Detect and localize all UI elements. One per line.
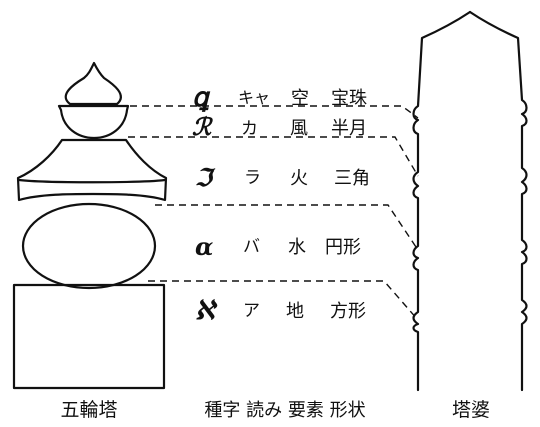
label-row: ɑ バ 水 円形 [195, 232, 361, 261]
stupa-right-edge [468, 10, 528, 392]
shape-triangle: 三角 [334, 168, 370, 189]
seed-syllable-kya: ꝗ [192, 83, 211, 113]
gorinto-roof-eave [17, 178, 167, 184]
gorinto-roof [16, 138, 168, 202]
gorinto-half-moon [57, 104, 130, 140]
label-row: ℵ ア 地 方形 [195, 296, 366, 326]
shape-circle: 円形 [325, 237, 361, 258]
shape-jewel: 宝珠 [331, 88, 367, 109]
leader-line [155, 204, 419, 251]
seed-syllable-ka: ℛ [192, 112, 214, 141]
leader-lines [128, 105, 419, 321]
caption-stupa: 塔婆 [452, 399, 490, 421]
caption-gorinto: 五輪塔 [60, 399, 117, 421]
gorinto-figure [12, 61, 168, 390]
reading-ra: ラ [244, 168, 261, 188]
element-earth: 地 [286, 301, 304, 322]
label-row: ℑ ラ 火 三角 [195, 163, 370, 192]
reading-ba: バ [243, 237, 260, 257]
seed-syllable-ba: ɑ [195, 232, 213, 261]
gorinto-sphere [21, 202, 157, 290]
label-row: ℛ カ 風 半月 [192, 112, 367, 141]
reading-ka: カ [241, 119, 258, 139]
caption-column-headers: 種字 読み 要素 形状 [204, 400, 365, 421]
leader-line [148, 280, 419, 321]
seed-syllable-ra: ℑ [195, 163, 216, 192]
element-fire: 火 [290, 168, 308, 189]
element-sky: 空 [291, 88, 309, 109]
stupa-figure [412, 10, 528, 392]
stupa-left-edge [412, 10, 472, 392]
shape-half-moon: 半月 [331, 118, 367, 139]
reading-kya: キャ [238, 88, 270, 107]
label-row: ꝗ キャ 空 宝珠 [192, 83, 367, 113]
reading-a: ア [243, 301, 260, 321]
leader-line [130, 105, 419, 119]
leader-line [128, 136, 419, 177]
element-wind: 風 [290, 118, 308, 139]
element-water: 水 [288, 237, 306, 258]
seed-syllable-a: ℵ [195, 296, 218, 326]
gorinto-base [12, 283, 166, 390]
gorinto-jewel [64, 61, 122, 106]
shape-square: 方形 [330, 301, 366, 322]
